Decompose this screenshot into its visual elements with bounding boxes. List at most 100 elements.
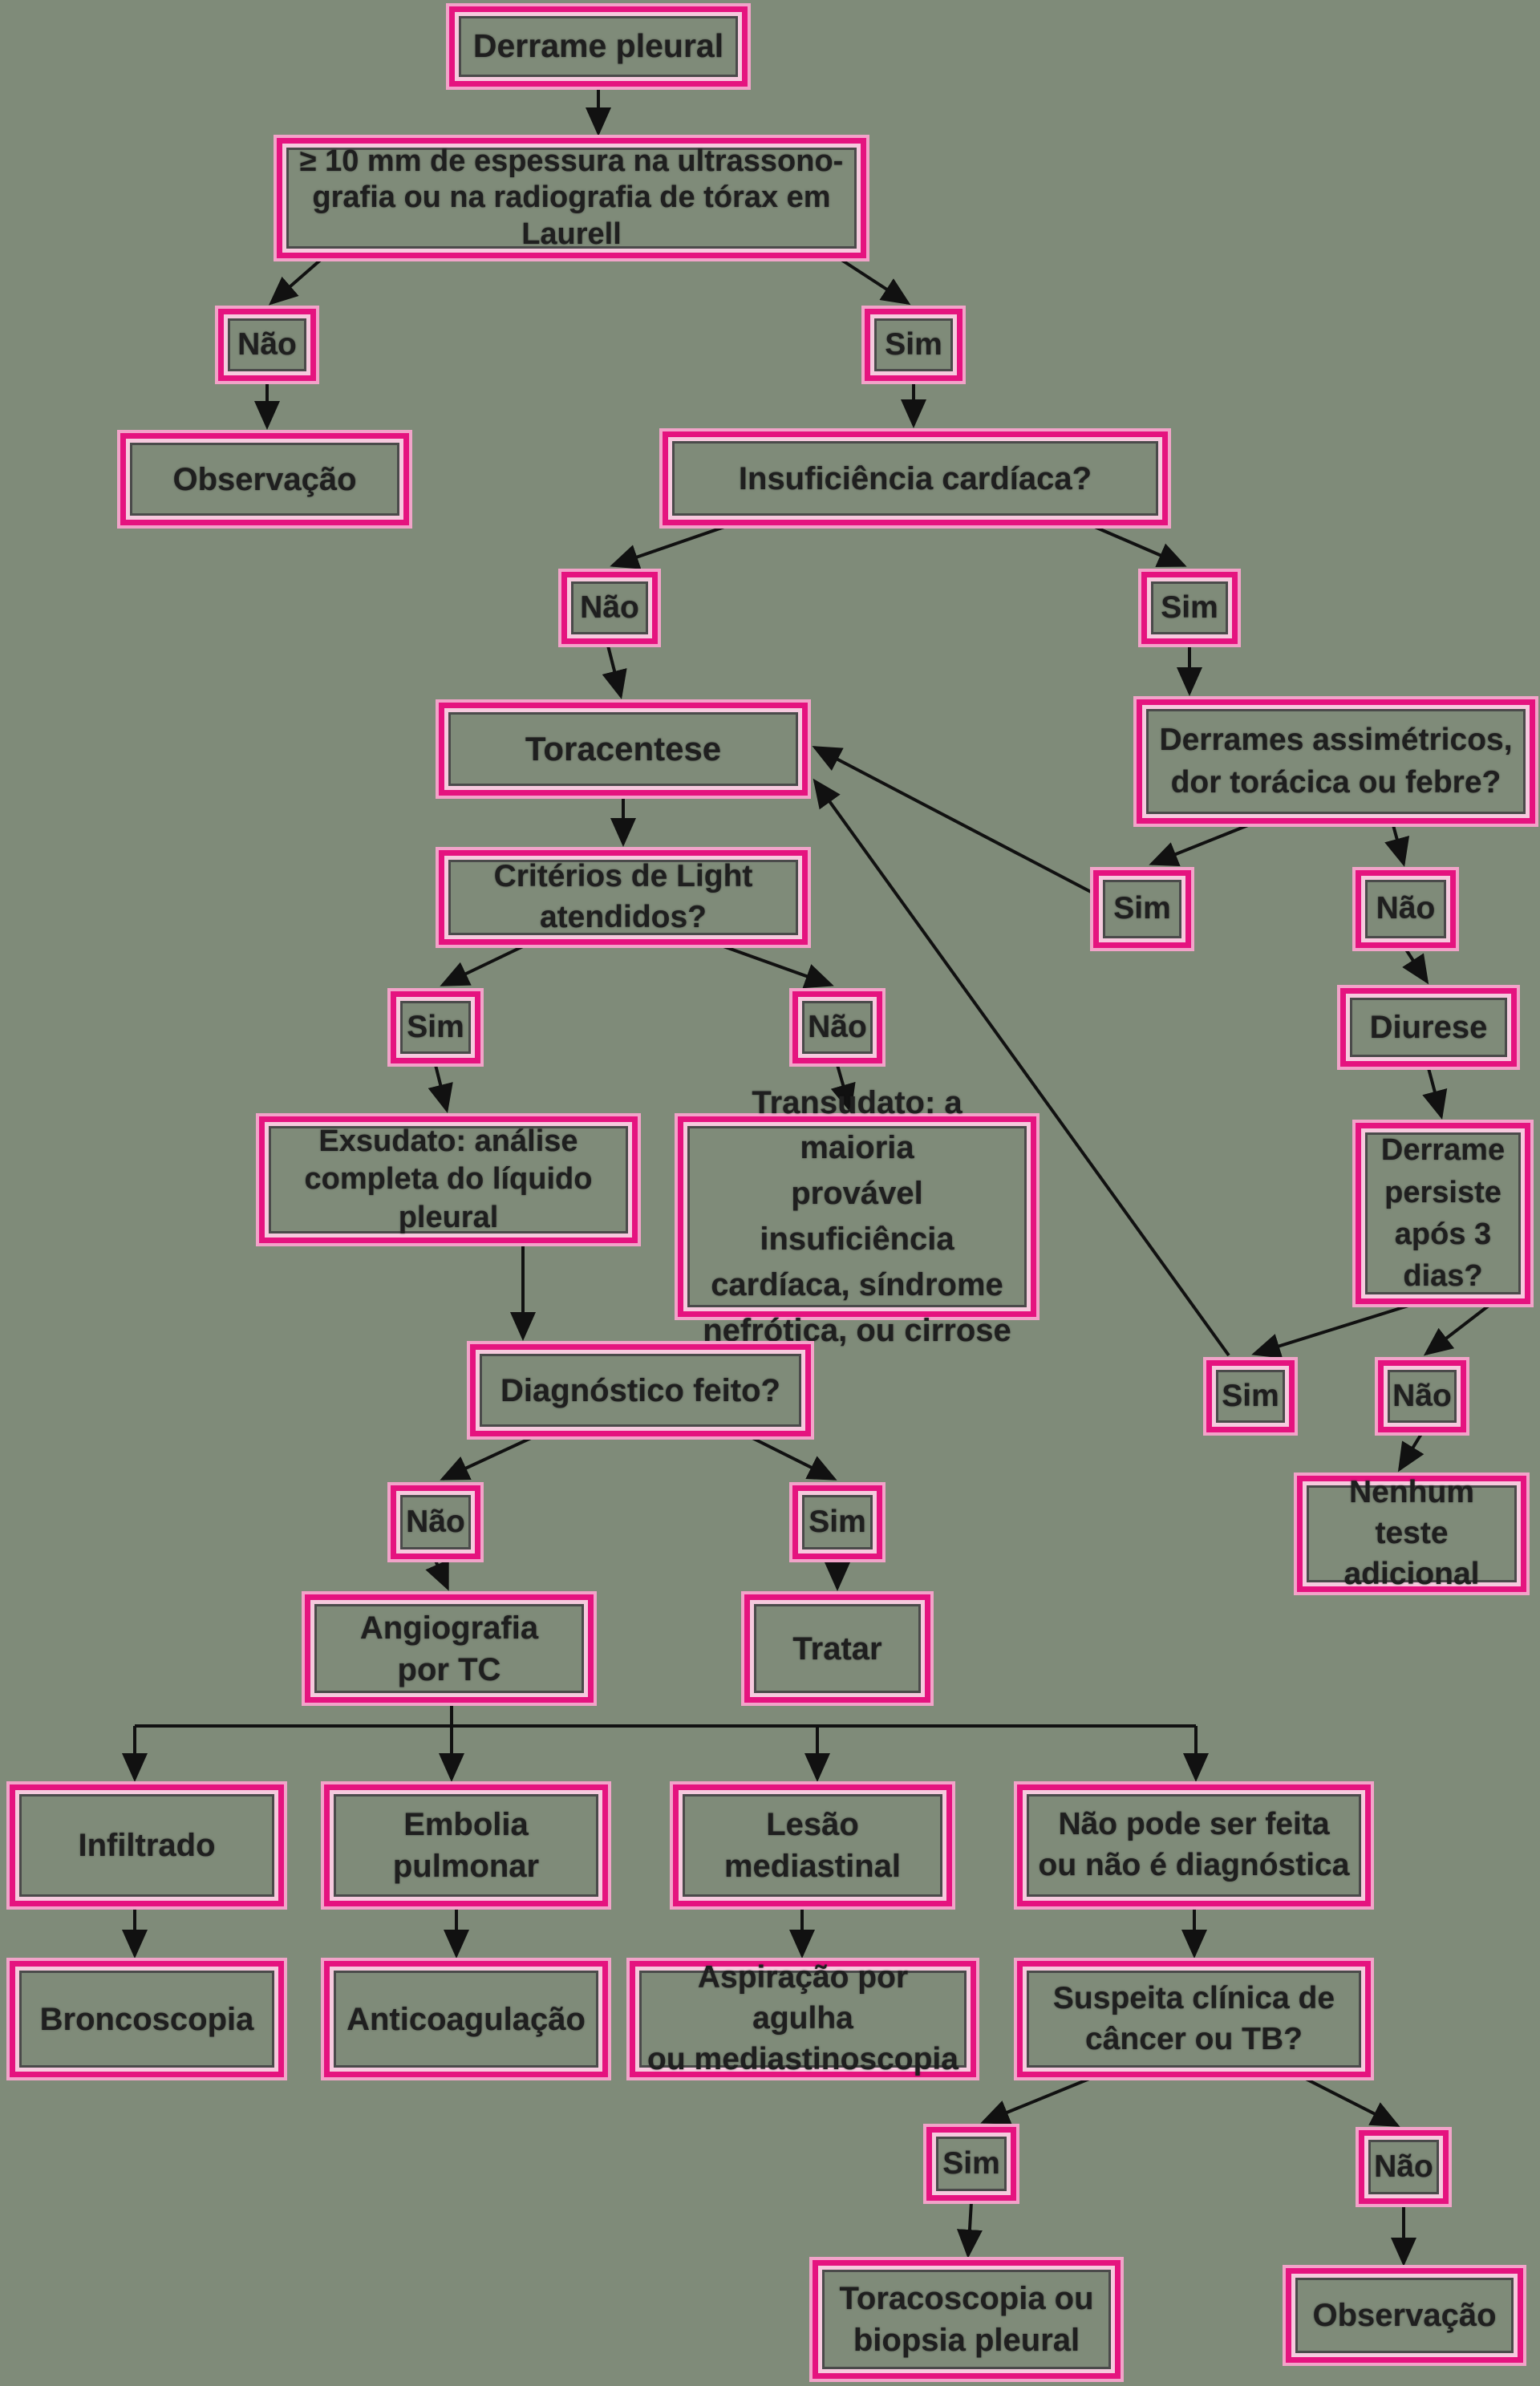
node-label-nao2: Não — [580, 589, 639, 625]
node-derrame_persiste: Derrame persiste após 3 dias? — [1356, 1123, 1530, 1304]
node-label-sim1: Sim — [885, 326, 942, 362]
node-nao1: Não — [218, 309, 316, 381]
edge-derrame_persiste-to-sim5 — [1251, 1304, 1409, 1359]
node-label-suspeita: Suspeita clínica de câncer ou TB? — [1052, 1980, 1335, 2056]
edge-nao4-to-transudato — [830, 1064, 856, 1113]
edge-espessura-to-nao1 — [268, 257, 324, 306]
node-embolia: Embolia pulmonar — [324, 1784, 608, 1906]
edge-sim4-to-exsudato — [428, 1064, 453, 1113]
node-nao6: Não — [391, 1485, 480, 1559]
node-sim3: Sim — [1093, 870, 1191, 948]
node-label-nao_pode: Não pode ser feita ou não é diagnóstica — [1038, 1807, 1350, 1882]
edge-insuficiencia-to-sim2 — [1094, 525, 1187, 567]
node-exsudato: Exsudato: análise completa do líquido pl… — [259, 1116, 638, 1243]
edge-diagnostico_feito-to-nao6 — [440, 1436, 532, 1481]
node-label-exsudato: Exsudato: análise completa do líquido pl… — [304, 1124, 593, 1234]
node-label-derrame_persiste: Derrame persiste após 3 dias? — [1380, 1133, 1506, 1294]
node-label-nenhum_teste: Nenhum teste adicional — [1343, 1475, 1480, 1591]
edge-criterios_light-to-sim4 — [440, 945, 524, 986]
node-aspiracao: Aspiração por agulha ou mediastinoscopia — [630, 1960, 976, 2077]
edge-suspeita-to-sim7 — [980, 2077, 1090, 2125]
node-derrame_pleural: Derrame pleural — [449, 6, 748, 87]
node-lesao: Lesão mediastinal — [673, 1784, 952, 1906]
node-nao7: Não — [1359, 2130, 1449, 2204]
edge-suspeita-to-nao7 — [1305, 2077, 1400, 2127]
node-espessura: ≥ 10 mm de espessura na ultrassono- graf… — [277, 138, 866, 258]
edge-sim5-to-toracentese — [813, 778, 1230, 1357]
node-criterios_light: Critérios de Light atendidos? — [439, 850, 808, 945]
node-sim6: Sim — [792, 1485, 882, 1559]
node-diagnostico_feito: Diagnóstico feito? — [470, 1344, 811, 1436]
node-label-sim4: Sim — [407, 1009, 464, 1044]
node-label-espessura: ≥ 10 mm de espessura na ultrassono- graf… — [299, 144, 844, 251]
node-sim7: Sim — [926, 2127, 1016, 2201]
node-nao4: Não — [792, 991, 882, 1063]
node-nao2: Não — [561, 572, 658, 644]
edge-nao5-to-nenhum_teste — [1397, 1432, 1424, 1473]
node-angiografia: Angiografia por TC — [305, 1594, 594, 1703]
node-broncoscopia: Broncoscopia — [10, 1961, 284, 2077]
node-label-nao1: Não — [237, 326, 297, 362]
node-insuficiencia: Insuficiência cardíaca? — [663, 431, 1168, 525]
node-label-nao4: Não — [808, 1009, 867, 1044]
node-derrames_assimetricos: Derrames assimétricos, dor torácica ou f… — [1137, 699, 1535, 824]
edge-espessura-to-sim1 — [837, 257, 911, 306]
node-label-embolia: Embolia pulmonar — [392, 1807, 540, 1884]
node-label-angiografia: Angiografia por TC — [359, 1610, 539, 1687]
node-label-infiltrado: Infiltrado — [78, 1828, 216, 1863]
edge-sim7-to-toracoscopia — [956, 2202, 983, 2258]
edge-diagnostico_feito-to-sim6 — [752, 1436, 837, 1481]
edge-insuficiencia-to-nao2 — [610, 525, 725, 569]
node-label-nao3: Não — [1376, 891, 1436, 926]
node-observacao2: Observação — [1286, 2268, 1523, 2363]
node-label-diurese: Diurese — [1369, 1010, 1488, 1045]
node-label-sim7: Sim — [942, 2145, 1000, 2181]
node-label-nao5: Não — [1392, 1378, 1452, 1413]
node-label-diagnostico_feito: Diagnóstico feito? — [500, 1372, 780, 1408]
node-diurese: Diurese — [1340, 988, 1517, 1067]
node-toracoscopia: Toracoscopia ou biopsia pleural — [813, 2260, 1121, 2379]
node-tratar: Tratar — [744, 1594, 930, 1703]
node-label-transudato: Transudato: a maioria provável insuficiê… — [703, 1084, 1011, 1348]
node-label-tratar: Tratar — [792, 1631, 882, 1667]
node-observacao1: Observação — [120, 433, 409, 525]
edge-sim3-to-toracentese — [812, 746, 1092, 893]
node-label-sim6: Sim — [808, 1504, 866, 1539]
edge-diurese-to-derrame_persiste — [1422, 1067, 1448, 1120]
node-sim2: Sim — [1141, 572, 1238, 644]
node-label-toracoscopia: Toracoscopia ou biopsia pleural — [839, 2281, 1094, 2358]
node-nenhum_teste: Nenhum teste adicional — [1297, 1475, 1526, 1592]
node-toracentese: Toracentese — [439, 703, 808, 796]
node-sim4: Sim — [391, 991, 480, 1063]
node-label-aspiracao: Aspiração por agulha ou mediastinoscopia — [647, 1960, 958, 2076]
node-label-observacao2: Observação — [1312, 2298, 1497, 2333]
node-transudato: Transudato: a maioria provável insuficiê… — [678, 1085, 1036, 1348]
node-label-broncoscopia: Broncoscopia — [39, 2001, 254, 2037]
node-label-observacao1: Observação — [172, 461, 357, 497]
node-label-nao6: Não — [406, 1504, 465, 1539]
node-label-derrame_pleural: Derrame pleural — [472, 27, 724, 65]
node-label-criterios_light: Critérios de Light atendidos? — [493, 859, 753, 934]
node-label-sim3: Sim — [1113, 891, 1171, 926]
node-nao_pode: Não pode ser feita ou não é diagnóstica — [1017, 1784, 1371, 1906]
edge-derrames_assimetricos-to-nao3 — [1384, 824, 1410, 867]
node-anticoagulacao: Anticoagulação — [324, 1961, 608, 2077]
edge-derrames_assimetricos-to-sim3 — [1149, 824, 1249, 866]
node-suspeita: Suspeita clínica de câncer ou TB? — [1017, 1961, 1371, 2077]
node-label-insuficiencia: Insuficiência cardíaca? — [738, 460, 1092, 496]
node-label-toracentese: Toracentese — [525, 729, 722, 768]
node-infiltrado: Infiltrado — [10, 1784, 284, 1906]
node-label-lesao: Lesão mediastinal — [723, 1807, 902, 1884]
node-nao3: Não — [1356, 870, 1456, 948]
node-label-anticoagulacao: Anticoagulação — [346, 2001, 586, 2037]
node-label-derrames_assimetricos: Derrames assimétricos, dor torácica ou f… — [1159, 722, 1513, 800]
edge-nao6-to-angiografia — [425, 1559, 449, 1591]
node-label-sim5: Sim — [1222, 1378, 1279, 1413]
node-label-sim2: Sim — [1161, 589, 1218, 625]
edge-criterios_light-to-nao4 — [723, 945, 834, 989]
node-sim1: Sim — [865, 309, 962, 381]
edge-nao2-to-toracentese — [602, 645, 627, 699]
node-label-nao7: Não — [1374, 2149, 1433, 2184]
